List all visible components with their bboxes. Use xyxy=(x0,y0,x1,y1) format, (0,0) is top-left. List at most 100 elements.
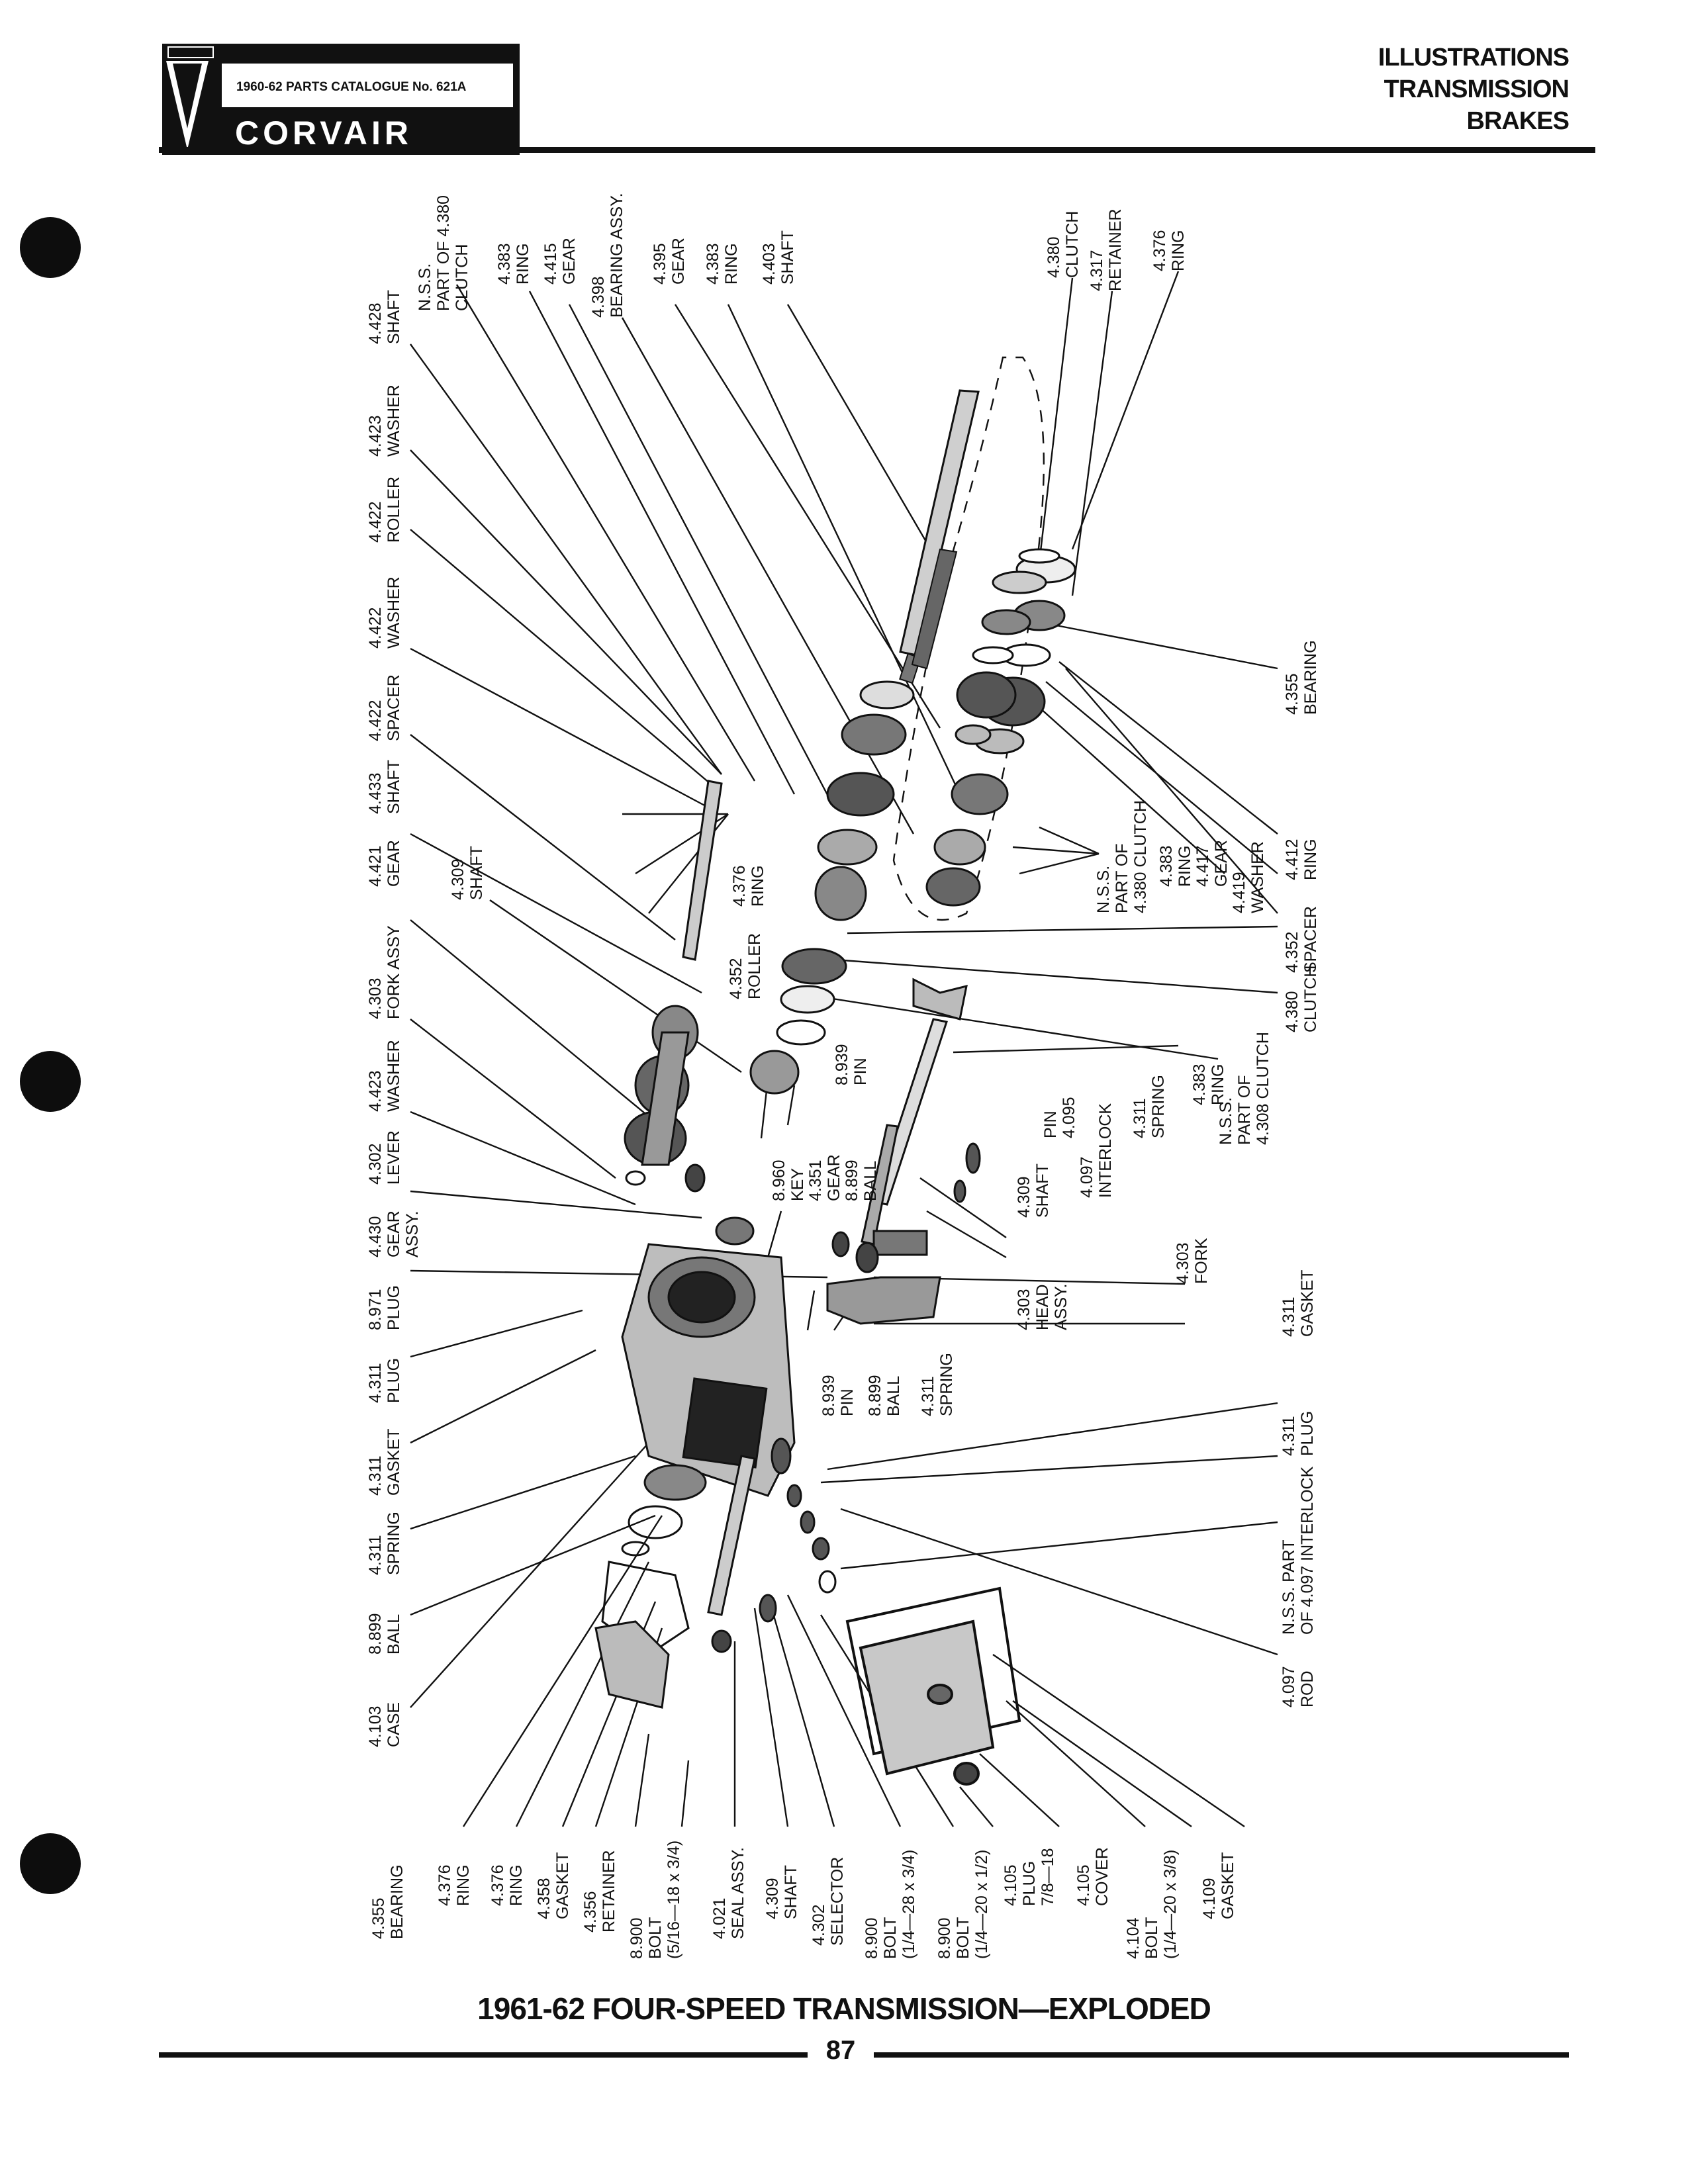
callout-4.109-name: GASKET xyxy=(1219,1852,1237,1919)
callout-8.960-no: 8.960 xyxy=(770,1160,788,1201)
callout-4.430-extra: ASSY. xyxy=(403,1211,422,1257)
callout-8.900a-no: 8.900 xyxy=(628,1917,646,1959)
leader-lines xyxy=(410,271,1278,1827)
callout-8.899-name: BALL xyxy=(385,1614,403,1655)
callout-4.303-name: FORK ASSY xyxy=(385,925,403,1019)
callout-8.900c-extra: (1/4—20 x 1/2) xyxy=(972,1850,991,1959)
callout-4.309-no: 4.309 xyxy=(449,858,467,900)
callout-4.311spb-no: 4.311 xyxy=(919,1376,937,1416)
callout-8.899c-no: 8.899 xyxy=(866,1375,884,1416)
callout-8.900c-no: 8.900 xyxy=(935,1917,954,1959)
callout-4.311gb-name: GASKET xyxy=(1298,1270,1317,1337)
callout-4.021-no: 4.021 xyxy=(710,1897,729,1939)
callout-4.311spb-name: SPRING xyxy=(937,1353,956,1416)
callout-4.412-no: 4.412 xyxy=(1283,839,1301,880)
callout-4.352s-name: SPACER xyxy=(1301,906,1320,973)
callout-4.103-no: 4.103 xyxy=(366,1706,385,1747)
catalogue-number: 1960-62 PARTS CATALOGUE No. 621A xyxy=(236,80,467,94)
callout-4.095-no: 4.095 xyxy=(1060,1097,1078,1138)
callout-4.356-name: RETAINER xyxy=(600,1850,618,1933)
callout-8.899b-name: BALL xyxy=(861,1161,880,1201)
callout-8.900a-name: BOLT xyxy=(646,1917,665,1959)
callout-4.376b-name: RING xyxy=(507,1865,526,1907)
callout-4.105p-name: PLUG xyxy=(1020,1861,1039,1906)
callout-4.376c-name: RING xyxy=(749,866,767,907)
callout-8.939b-no: 8.939 xyxy=(820,1375,838,1416)
callout-8.939b-name: PIN xyxy=(838,1388,857,1416)
callout-4.309c-name: SHAFT xyxy=(1033,1163,1052,1218)
callout-4.423-name: WASHER xyxy=(385,385,403,457)
callout-4.428-name: SHAFT xyxy=(385,290,403,344)
callout-nss-clutch-extra: 4.380 CLUTCH xyxy=(1131,800,1150,913)
side-cover xyxy=(845,1586,1021,1786)
callout-4.380-name: CLUTCH xyxy=(1063,211,1082,278)
callout-4.317-no: 4.317 xyxy=(1088,250,1106,291)
callout-4.358-no: 4.358 xyxy=(535,1878,553,1919)
callout-4.311p-no: 4.311 xyxy=(366,1363,385,1403)
callout-4.355b-no: 4.355 xyxy=(1283,673,1301,715)
punch-hole-bottom xyxy=(20,1833,81,1894)
corvair-logo: 1960-62 PARTS CATALOGUE No. 621A CORVAIR xyxy=(162,44,520,155)
callout-4.105c-no: 4.105 xyxy=(1074,1864,1093,1906)
callout-4.303-no: 4.303 xyxy=(366,978,385,1019)
callout-4.095-name: PIN xyxy=(1041,1111,1060,1138)
callout-8.900b-extra: (1/4—28 x 3/4) xyxy=(900,1850,918,1959)
callout-nss-4308-name: PART OF xyxy=(1235,1075,1254,1145)
callout-8.900b-no: 8.900 xyxy=(863,1917,881,1959)
callout-4.415-name: GEAR xyxy=(560,238,579,285)
output-shaft xyxy=(899,389,980,684)
callout-4.423b-no: 4.423 xyxy=(366,1070,385,1112)
callout-4.109-no: 4.109 xyxy=(1200,1878,1219,1919)
callout-4.311gb-no: 4.311 xyxy=(1280,1297,1298,1337)
callout-8.939a-name: PIN xyxy=(851,1058,870,1085)
callout-4.433-name: SHAFT xyxy=(385,760,403,814)
callout-4.376-no: 4.376 xyxy=(1150,230,1169,271)
callout-4.302b-no: 4.302 xyxy=(810,1904,828,1946)
callout-8.900c-name: BOLT xyxy=(954,1917,972,1959)
callout-8.971-name: PLUG xyxy=(385,1285,403,1330)
callout-4.303f-no: 4.303 xyxy=(1174,1242,1192,1284)
callout-8.971-no: 8.971 xyxy=(366,1289,385,1330)
callout-4.097r-name: ROD xyxy=(1298,1670,1317,1707)
callout-8.899c-name: BALL xyxy=(884,1376,903,1416)
callout-4.103-name: CASE xyxy=(385,1702,403,1747)
callout-4.422s-no: 4.422 xyxy=(366,700,385,741)
callout-4.303h-name: HEAD xyxy=(1033,1285,1052,1330)
callout-4.376a-no: 4.376 xyxy=(436,1864,454,1906)
callout-4.422s-name: SPACER xyxy=(385,674,403,741)
callout-4.021-name: SEAL ASSY. xyxy=(729,1847,747,1939)
callout-4.302-no: 4.302 xyxy=(366,1143,385,1185)
callout-4.403-no: 4.403 xyxy=(760,243,778,285)
callout-4.311p-name: PLUG xyxy=(385,1358,403,1403)
callout-4.303f-name: FORK xyxy=(1192,1238,1211,1284)
callout-4.352s-no: 4.352 xyxy=(1283,931,1301,973)
callout-4.311pb-no: 4.311 xyxy=(1280,1416,1298,1456)
callout-4.097r-no: 4.097 xyxy=(1280,1666,1298,1707)
header-title-brakes: BRAKES xyxy=(1466,107,1570,135)
callout-4.105p-no: 4.105 xyxy=(1002,1864,1020,1906)
callout-4.419-name: WASHER xyxy=(1248,841,1267,913)
callout-4.430-name: GEAR xyxy=(385,1210,403,1257)
callout-4.311g-no: 4.311 xyxy=(366,1455,385,1496)
punch-hole-middle xyxy=(20,1051,81,1112)
callout-4.422r-name: ROLLER xyxy=(385,477,403,543)
header-title-transmission: TRANSMISSION xyxy=(1383,75,1570,103)
callout-nss-name: PART OF 4.380 xyxy=(434,195,453,311)
callout-4.097-no: 4.097 xyxy=(1078,1156,1096,1198)
callout-nss-interlock-no: N.S.S. PART xyxy=(1280,1539,1298,1635)
callout-4.105c-name: COVER xyxy=(1093,1847,1111,1906)
callout-4.303h-no: 4.303 xyxy=(1015,1289,1033,1330)
callout-4.395-name: GEAR xyxy=(669,238,688,285)
callout-4.421-name: GEAR xyxy=(385,840,403,887)
callout-4.309c-no: 4.309 xyxy=(1015,1176,1033,1218)
page-number: 87 xyxy=(825,2036,856,2065)
callout-4.412-name: RING xyxy=(1301,839,1320,881)
callout-4.398-name: BEARING ASSY. xyxy=(608,193,626,318)
callout-4.303h-extra: ASSY. xyxy=(1052,1284,1070,1330)
callout-4.311s-name: SPRING xyxy=(385,1512,403,1575)
callout-4.383-no: 4.383 xyxy=(495,243,514,285)
callout-4.423-no: 4.423 xyxy=(366,415,385,457)
brand-wordmark: CORVAIR xyxy=(235,114,412,152)
callout-4.376c-no: 4.376 xyxy=(730,865,749,907)
callout-4.380-no: 4.380 xyxy=(1045,236,1063,278)
